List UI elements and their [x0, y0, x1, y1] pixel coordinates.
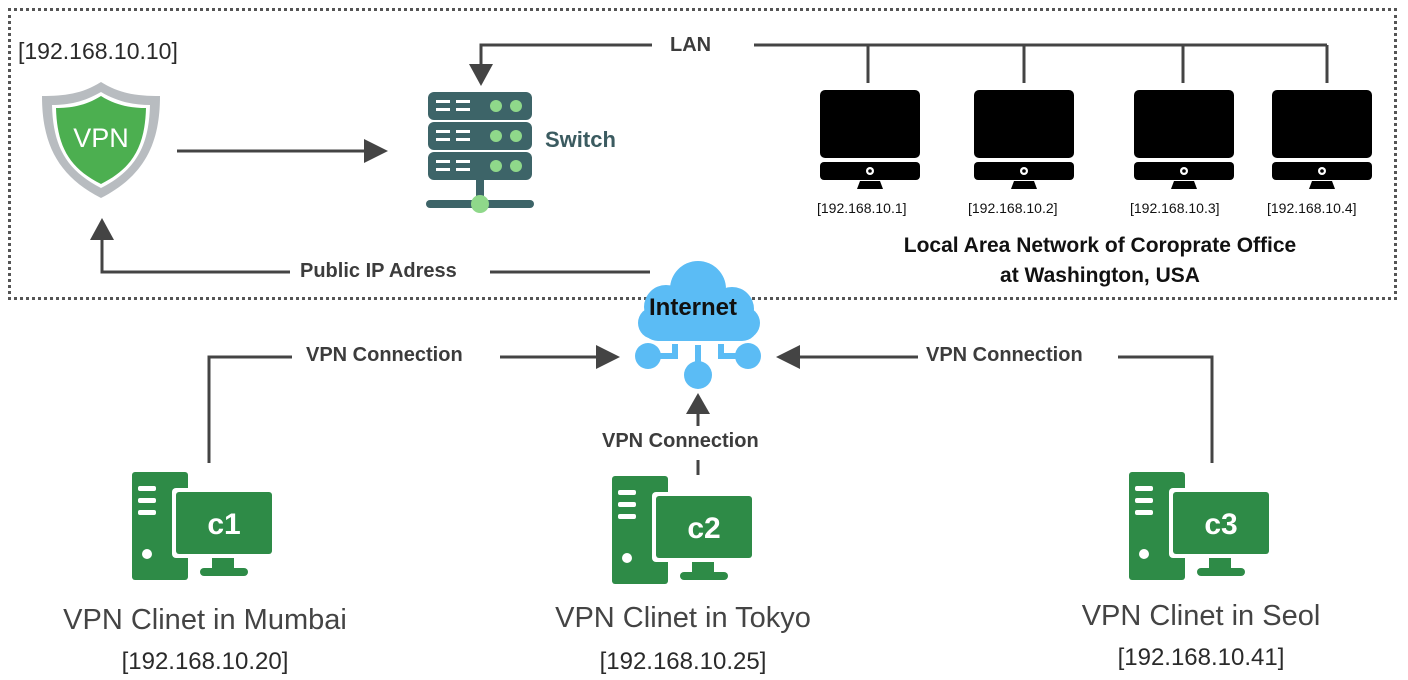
client-computer-icon: c3 — [1129, 472, 1273, 580]
lan-caption-line1: Local Area Network of Coroprate Office — [903, 234, 1297, 257]
lan-host-3-ip: [192.168.10.3] — [1130, 200, 1220, 216]
lan-host-2[interactable] — [974, 90, 1074, 190]
desktop-monitor-icon — [974, 90, 1074, 189]
client-computer-icon: c2 — [612, 476, 756, 584]
lan-host-3[interactable] — [1134, 90, 1234, 190]
vpn-to-switch-arrow — [177, 139, 388, 163]
client-c3-badge: c3 — [1204, 508, 1237, 541]
vpn-server-ip: [192.168.10.10] — [18, 38, 178, 64]
lan-link-label: LAN — [664, 34, 718, 57]
vpn-link-c1-label: VPN Connection — [300, 344, 469, 367]
vpn-link-c2-arrow — [686, 393, 710, 475]
lan-host-4[interactable] — [1272, 90, 1372, 190]
client-c1[interactable]: c1 — [130, 472, 276, 582]
internet-node[interactable] — [628, 255, 768, 390]
lan-caption: Local Area Network of Coroprate Office a… — [850, 231, 1350, 291]
lan-host-1[interactable] — [820, 90, 920, 190]
vpn-server[interactable]: VPN — [40, 80, 162, 200]
client-c2[interactable]: c2 — [610, 476, 756, 586]
vpn-link-c3-label: VPN Connection — [920, 344, 1089, 367]
vpn-link-c3-arrow — [776, 345, 1214, 463]
desktop-monitor-icon — [1272, 90, 1372, 189]
client-c2-badge: c2 — [687, 512, 720, 545]
internet-label: Internet — [649, 294, 738, 321]
client-c1-badge: c1 — [207, 508, 240, 541]
server-switch-icon — [426, 92, 534, 213]
lan-host-4-ip: [192.168.10.4] — [1267, 200, 1357, 216]
vpn-shield-icon: VPN — [42, 82, 160, 198]
client-c3[interactable]: c3 — [1127, 472, 1273, 582]
switch-node[interactable] — [426, 92, 534, 216]
client-c2-name: VPN Clinet in Tokyo — [555, 602, 811, 634]
lan-bus-line — [469, 43, 1329, 86]
client-c1-name: VPN Clinet in Mumbai — [63, 604, 347, 636]
client-c3-ip: [192.168.10.41] — [1117, 644, 1285, 671]
client-c2-ip: [192.168.10.25] — [599, 648, 767, 675]
client-computer-icon: c1 — [132, 472, 276, 580]
client-c1-ip: [192.168.10.20] — [121, 648, 289, 675]
switch-label: Switch — [545, 127, 616, 152]
vpn-badge-text: VPN — [73, 123, 129, 153]
lan-host-1-ip: [192.168.10.1] — [817, 200, 907, 216]
desktop-monitor-icon — [1134, 90, 1234, 189]
public-ip-arrow — [90, 218, 650, 274]
lan-host-2-ip: [192.168.10.2] — [968, 200, 1058, 216]
vpn-link-c1-arrow — [207, 345, 620, 463]
desktop-monitor-icon — [820, 90, 920, 189]
vpn-link-c2-label: VPN Connection — [596, 430, 765, 453]
lan-caption-line2: at Washington, USA — [1000, 264, 1200, 287]
public-ip-link-label: Public IP Adress — [294, 260, 463, 283]
client-c3-name: VPN Clinet in Seol — [1081, 600, 1321, 632]
cloud-network-icon — [635, 261, 761, 389]
